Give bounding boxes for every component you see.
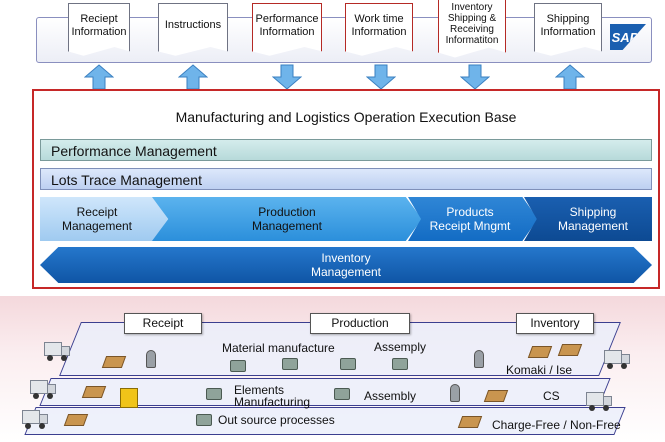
products-receipt-stage: Products Receipt Mngmt bbox=[408, 197, 538, 241]
receipt-management-stage: Receipt Management bbox=[40, 197, 168, 241]
machine-icon bbox=[340, 358, 356, 370]
arrow-down-icon bbox=[272, 64, 302, 90]
charge-free-label: Charge-Free / Non-Free bbox=[492, 418, 621, 432]
worker-icon bbox=[146, 350, 156, 368]
base-title: Manufacturing and Logistics Operation Ex… bbox=[175, 109, 517, 125]
truck-icon bbox=[22, 410, 48, 429]
receipt-tag: Receipt bbox=[124, 313, 202, 334]
machine-icon bbox=[206, 388, 222, 400]
shipping-management-stage: Shipping Management bbox=[524, 197, 652, 241]
truck-icon bbox=[30, 380, 56, 399]
lots-trace-management-band: Lots Trace Management bbox=[40, 168, 652, 190]
outsource-processes-label: Out source processes bbox=[218, 413, 335, 427]
performance-management-band: Performance Management bbox=[40, 139, 652, 161]
truck-icon bbox=[44, 342, 70, 361]
machine-icon bbox=[196, 414, 212, 426]
arrow-up-icon bbox=[84, 64, 114, 90]
truck-icon bbox=[604, 350, 630, 369]
cs-label: CS bbox=[543, 389, 560, 403]
worker-icon bbox=[450, 384, 460, 402]
komaki-ise-label: Komaki / Ise bbox=[506, 363, 573, 377]
work-time-information-doc: Work time Information bbox=[345, 3, 413, 56]
assembly-middle-label: Assembly bbox=[364, 389, 417, 403]
shipping-information-doc: Shipping Information bbox=[534, 3, 602, 56]
arrow-up-icon bbox=[178, 64, 208, 90]
machine-icon bbox=[282, 358, 298, 370]
arrow-down-icon bbox=[460, 64, 490, 90]
receipt-information-doc: Reciept Information bbox=[68, 3, 130, 56]
inventory-management-band: Inventory Management bbox=[40, 247, 652, 283]
production-management-stage: Production Management bbox=[152, 197, 422, 241]
inventory-shipping-receiving-doc: Inventory Shipping & Receiving Informati… bbox=[438, 0, 506, 58]
worker-icon bbox=[474, 350, 484, 368]
forklift-icon bbox=[120, 388, 138, 408]
production-tag: Production bbox=[310, 313, 410, 334]
assembly-top-label: Assemply bbox=[374, 340, 427, 354]
arrow-up-icon bbox=[555, 64, 585, 90]
performance-information-doc: Performance Information bbox=[252, 3, 322, 56]
machine-icon bbox=[392, 358, 408, 370]
machine-icon bbox=[230, 360, 246, 372]
machine-icon bbox=[334, 388, 350, 400]
inventory-tag: Inventory bbox=[516, 313, 594, 334]
execution-base-panel: Manufacturing and Logistics Operation Ex… bbox=[32, 89, 660, 289]
elements-manufacturing-label: Elements Manufacturing bbox=[234, 383, 311, 409]
instructions-doc: Instructions bbox=[158, 3, 228, 56]
truck-icon bbox=[586, 392, 612, 411]
material-manufacture-label: Material manufacture bbox=[222, 341, 335, 355]
arrow-down-icon bbox=[366, 64, 396, 90]
